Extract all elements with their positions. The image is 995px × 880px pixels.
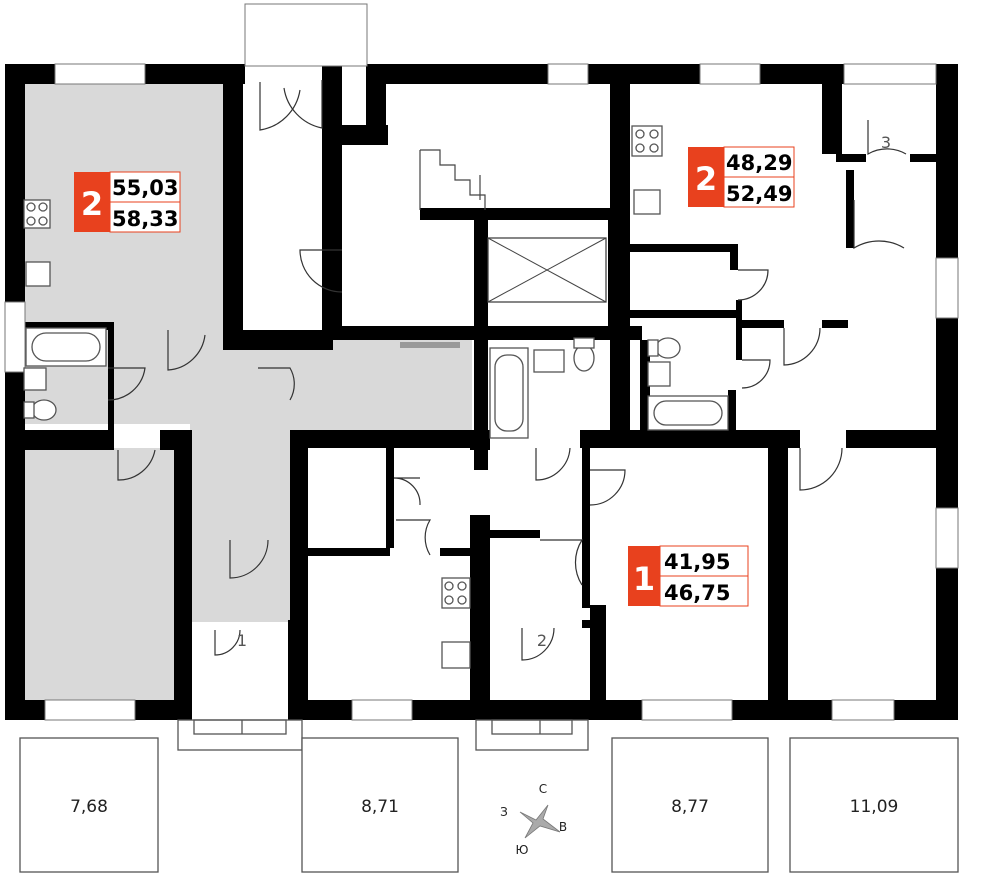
entrance-number: 1 — [237, 631, 247, 650]
total-area: 58,33 — [112, 207, 178, 231]
stove-icon — [631, 125, 663, 157]
rooms-count: 2 — [695, 160, 717, 198]
terraces — [19, 737, 959, 873]
terrace-4 — [789, 737, 959, 873]
toilet-icon — [573, 344, 595, 372]
windows — [4, 3, 959, 721]
sink-icon — [25, 261, 51, 287]
rooms-badge — [74, 172, 110, 232]
rooms-count: 2 — [81, 185, 103, 223]
staircase — [419, 149, 486, 210]
sink-icon — [23, 367, 47, 391]
elevator-shaft — [487, 237, 607, 303]
toilet-icon — [31, 399, 57, 421]
terrace-3 — [611, 737, 769, 873]
entrance-number: 3 — [881, 133, 891, 152]
living-area: 55,03 — [112, 176, 178, 200]
compass-icon: С В Ю З — [500, 782, 567, 857]
rooms-badge — [688, 147, 724, 207]
terrace-area: 11,09 — [850, 797, 899, 817]
sink-icon — [633, 189, 661, 215]
compass-north: С — [539, 782, 547, 796]
entrance-number: 2 — [537, 631, 547, 650]
apartment-badge-2[interactable]: 2 48,29 52,49 — [688, 146, 795, 208]
terrace-2 — [301, 737, 459, 873]
living-area: 41,95 — [664, 550, 730, 574]
sink-icon — [441, 641, 471, 669]
sink-icon — [647, 361, 671, 387]
rooms-count: 1 — [633, 560, 655, 598]
partition — [400, 342, 460, 348]
terrace-area: 8,77 — [671, 797, 709, 817]
apartment-badge-3[interactable]: 1 41,95 46,75 — [628, 545, 749, 607]
compass-west: З — [500, 805, 508, 819]
terrace-area: 8,71 — [361, 797, 399, 817]
toilet-icon — [655, 337, 681, 359]
terrace-area: 7,68 — [70, 797, 108, 817]
entrance-vestibules — [177, 719, 589, 751]
terrace-1 — [19, 737, 159, 873]
total-area: 46,75 — [664, 581, 730, 605]
highlighted-area — [24, 84, 472, 700]
total-area: 52,49 — [726, 182, 792, 206]
compass-south: Ю — [516, 843, 529, 857]
rooms-badge — [628, 546, 660, 606]
living-area: 48,29 — [726, 151, 792, 175]
fixtures — [23, 125, 729, 669]
apartment-badge-1[interactable]: 2 55,03 58,33 — [74, 171, 181, 233]
doors — [107, 80, 907, 661]
compass-east: В — [559, 820, 567, 834]
sink-icon — [533, 349, 565, 373]
